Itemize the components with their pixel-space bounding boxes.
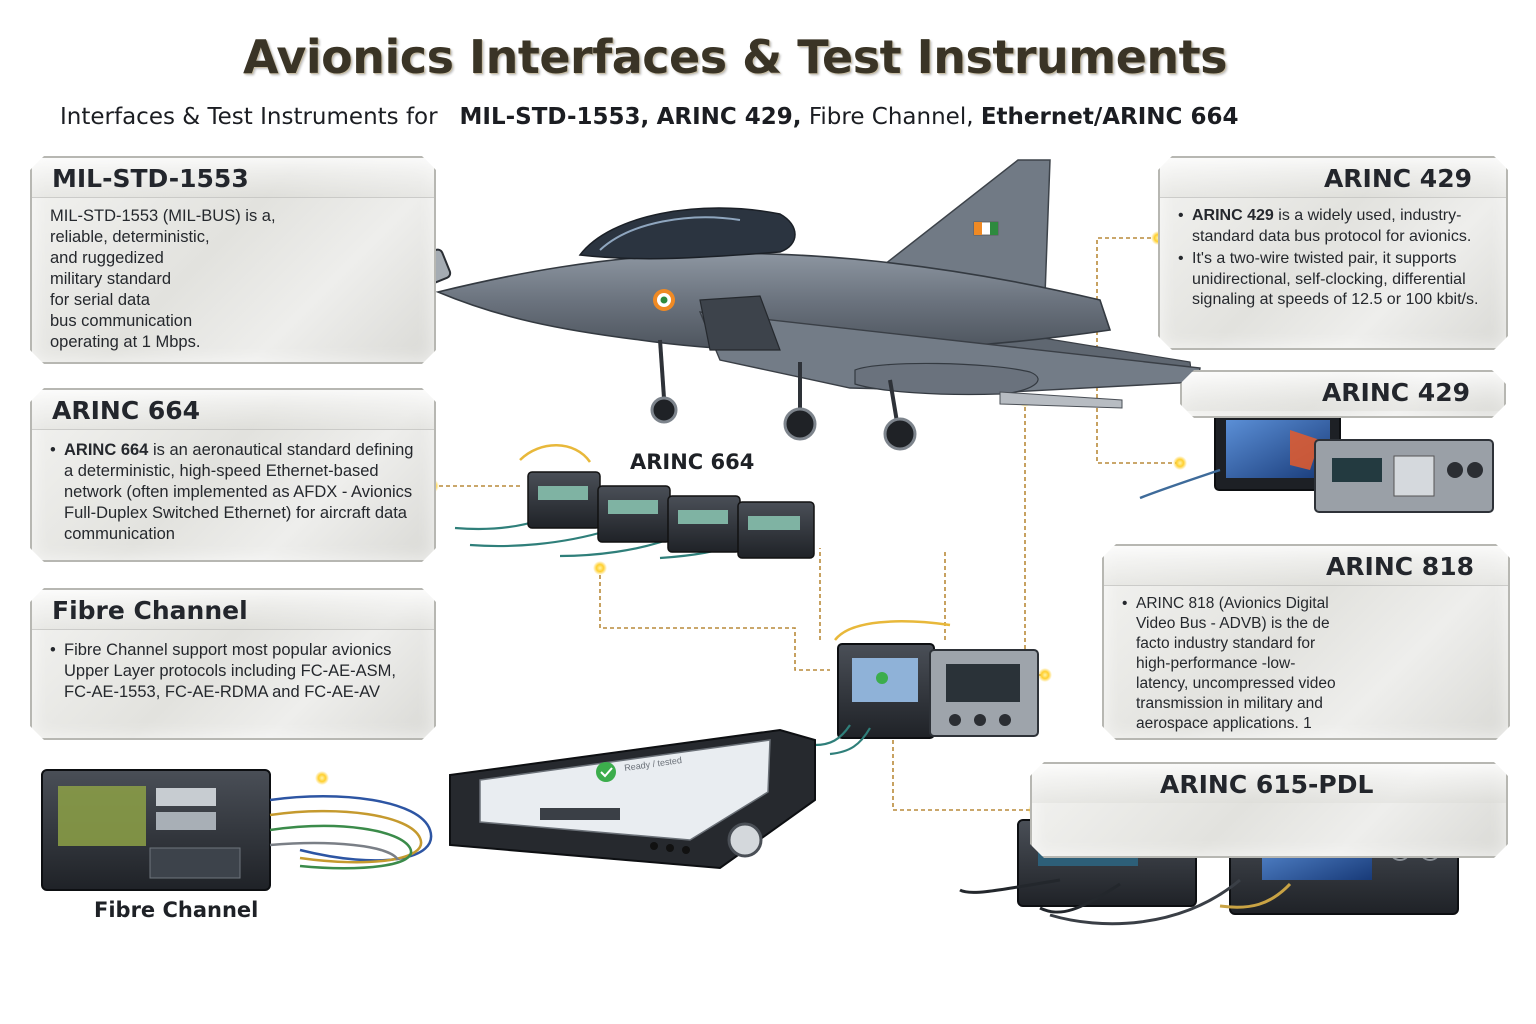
rugged-tablet-illustration (449, 728, 816, 870)
arinc664-modules-illustration (454, 444, 815, 560)
subtitle-item-fibre: Fibre Channel, (808, 104, 974, 130)
page-title: Avionics Interfaces & Test Instruments (242, 30, 1228, 84)
subtitle-item-ethernet: Ethernet/ARINC 664 (980, 104, 1239, 130)
panel-mil1553-line: for serial data (50, 291, 150, 309)
fighter-jet-illustration (435, 159, 1201, 451)
panel-arinc429-title: ARINC 429 (1160, 158, 1506, 198)
fibre-channel-chassis-illustration (41, 769, 433, 891)
panel-mil1553-line: reliable, deterministic, (50, 228, 210, 246)
page-subtitle: Interfaces & Test Instruments for MIL-ST… (60, 104, 1360, 130)
panel-mil1553-line: operating at 1 Mbps. (50, 333, 201, 351)
panel-arinc429-bullet-2: It's a two-wire twisted pair, it support… (1178, 249, 1488, 311)
panel-mil1553-line: military standard (50, 270, 172, 288)
panel-arinc664-bullet: ARINC 664 is an aeronautical standard de… (50, 440, 416, 545)
panel-arinc615: ARINC 615-PDL (1030, 762, 1508, 858)
panel-mil1553-line: MIL-STD-1553 (MIL-BUS) is a, (50, 207, 276, 225)
panel-fibre-channel-title: Fibre Channel (32, 590, 434, 630)
subtitle-item-arinc429: ARINC 429, (656, 104, 802, 130)
panel-arinc429-text-1: is a widely used, industry-standard data… (1192, 207, 1472, 245)
panel-arinc615-title: ARINC 615-PDL (1032, 764, 1506, 803)
panel-arinc818-text: ARINC 818 (Avionics Digital Video Bus - … (1122, 594, 1338, 734)
panel-arinc429-lead: ARINC 429 (1192, 207, 1274, 224)
panel-arinc664-title: ARINC 664 (32, 390, 434, 430)
panel-arinc664-lead: ARINC 664 (64, 441, 149, 459)
panel-arinc429-label-title: ARINC 429 (1182, 372, 1504, 411)
fibre-channel-device-caption: Fibre Channel (94, 898, 259, 922)
panel-mil1553-line: and ruggedized (50, 249, 164, 267)
panel-arinc818-title: ARINC 818 (1104, 546, 1508, 586)
arinc429-tester-illustration (1139, 409, 1494, 513)
panel-arinc429-label: ARINC 429 (1180, 370, 1506, 418)
panel-mil1553-title: MIL-STD-1553 (32, 158, 434, 198)
subtitle-item-mil1553: MIL-STD-1553, (459, 104, 650, 130)
panel-arinc664-text: is an aeronautical standard defining a d… (64, 441, 414, 543)
central-analyzer-illustration (814, 620, 1039, 756)
panel-mil1553-line: bus communication (50, 312, 193, 330)
subtitle-prefix: Interfaces & Test Instruments for (60, 104, 438, 130)
panel-arinc429-bullet-1: ARINC 429 is a widely used, industry-sta… (1178, 206, 1488, 247)
panel-arinc664: ARINC 664 ARINC 664 is an aeronautical s… (30, 388, 436, 562)
panel-arinc429: ARINC 429 ARINC 429 is a widely used, in… (1158, 156, 1508, 350)
panel-fibre-channel-text: Fibre Channel support most popular avion… (50, 640, 416, 703)
panel-fibre-channel: Fibre Channel Fibre Channel support most… (30, 588, 436, 740)
panel-arinc818: ARINC 818 ARINC 818 (Avionics Digital Vi… (1102, 544, 1510, 740)
arinc664-device-caption: ARINC 664 (630, 450, 755, 474)
panel-mil1553: MIL-STD-1553 MIL-STD-1553 (MIL-BUS) is a… (30, 156, 436, 364)
